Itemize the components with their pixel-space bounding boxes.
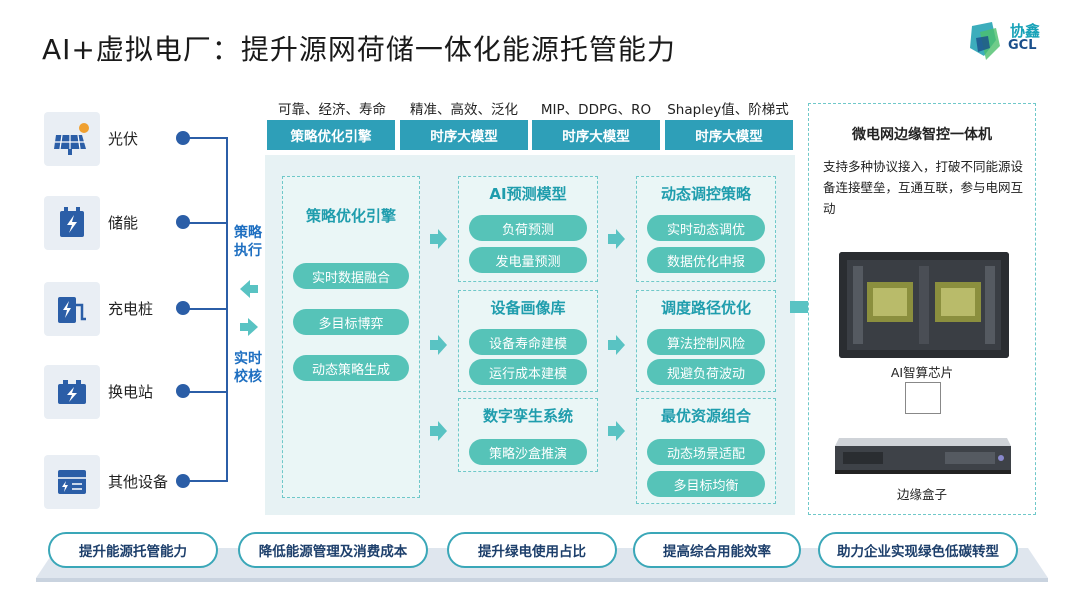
arrow-right-icon [608,229,625,249]
pill: 设备寿命建模 [469,329,587,355]
charging-pile-icon [44,282,100,336]
panel-description: 支持多种协议接入，打破不同能源设备连接壁垒，互通互联，参与电网互动 [823,159,1024,216]
pill: 实时数据融合 [293,263,409,289]
top-label: 精准、高效、泛化 [410,102,518,118]
pill: 数据优化申报 [647,247,765,273]
side-label-execute: 策略执行 [234,225,262,259]
pill: 规避负荷波动 [647,359,765,385]
panel-title: 微电网边缘智控一体机 [852,127,992,143]
device-charger: 充电桩 [44,282,214,336]
edge-box-image [835,438,1011,474]
device-label: 充电桩 [108,300,154,318]
arrow-right-icon [240,318,258,336]
device-node [176,384,190,398]
box-caption: 边缘盒子 [896,487,947,502]
header-box: 策略优化引擎 [267,120,395,150]
ai-forecast-block: AI预测模型 负荷预测 发电量预测 [458,176,598,282]
solar-panel-icon [44,112,100,166]
dynamic-control-block: 动态调控策略 实时动态调优 数据优化申报 [636,176,776,282]
outcome-badge: 降低能源管理及消费成本 [238,532,428,568]
device-other: 其他设备 [44,455,214,509]
ai-chip-image [839,252,1009,358]
device-storage: 储能 [44,196,214,250]
device-node [176,301,190,315]
battery-swap-icon [44,365,100,419]
pill: 发电量预测 [469,247,587,273]
device-node [176,131,190,145]
gcl-logo [970,22,1000,60]
block-title: 策略优化引擎 [305,207,396,225]
device-label: 其他设备 [108,473,169,491]
image-placeholder [905,382,941,414]
pill: 算法控制风险 [647,329,765,355]
connector-line [188,137,228,139]
pill: 实时动态调优 [647,215,765,241]
page-title: AI+虚拟电厂：提升源网荷储一体化能源托管能力 [42,33,676,66]
device-node [176,215,190,229]
device-label: 储能 [108,214,139,232]
arrow-right-icon [430,229,447,249]
strategy-engine-block: 策略优化引擎 实时数据融合 多目标博弈 动态策略生成 [282,176,420,498]
pill: 动态场景适配 [647,439,765,465]
header-box: 时序大模型 [532,120,660,150]
device-swap-station: 换电站 [44,365,214,419]
logo-text-en: GCL [1008,38,1037,53]
connector-line [188,308,228,310]
dispatch-path-block: 调度路径优化 算法控制风险 规避负荷波动 [636,290,776,392]
pill: 多目标均衡 [647,471,765,497]
arrow-right-icon [608,421,625,441]
top-label: 可靠、经济、寿命 [278,102,386,118]
pill: 运行成本建模 [469,359,587,385]
device-solar: 光伏 [44,112,214,166]
arrow-right-icon [430,421,447,441]
arrow-right-icon [608,335,625,355]
block-title: 设备画像库 [490,299,566,317]
header-box: 时序大模型 [400,120,528,150]
device-node [176,474,190,488]
block-title: 调度路径优化 [660,299,751,317]
pill: 策略沙盒推演 [469,439,587,465]
block-title: 动态调控策略 [660,185,751,203]
logo-text-cn: 协鑫 [1010,22,1041,40]
outcome-badge: 提升绿电使用占比 [447,532,617,568]
outcome-badge: 提升能源托管能力 [48,532,218,568]
edge-controller-panel: 微电网边缘智控一体机 支持多种协议接入，打破不同能源设备连接壁垒，互通互联，参与… [808,103,1036,515]
digital-twin-block: 数字孪生系统 策略沙盒推演 [458,398,598,472]
arrow-left-icon [240,280,258,298]
connector-line [188,480,228,482]
block-title: 数字孪生系统 [482,407,573,425]
top-label: MIP、DDPG、RO [540,102,652,118]
arrow-right-icon [430,335,447,355]
pill: 多目标博弈 [293,309,409,335]
battery-storage-icon [44,196,100,250]
outcome-badge: 提高综合用能效率 [633,532,801,568]
connector-line [188,391,228,393]
outcome-badge: 助力企业实现绿色低碳转型 [818,532,1018,568]
device-profile-block: 设备画像库 设备寿命建模 运行成本建模 [458,290,598,392]
device-label: 光伏 [108,130,139,148]
connector-line [188,222,228,224]
side-label-verify: 实时校核 [234,351,262,385]
other-device-icon [44,455,100,509]
device-label: 换电站 [108,383,154,401]
pill: 动态策略生成 [293,355,409,381]
chip-caption: AI智算芯片 [890,365,954,380]
top-label: Shapley值、阶梯式 [667,102,789,118]
pill: 负荷预测 [469,215,587,241]
block-title: 最优资源组合 [660,407,751,425]
resource-combo-block: 最优资源组合 动态场景适配 多目标均衡 [636,398,776,504]
header-box: 时序大模型 [665,120,793,150]
block-title: AI预测模型 [489,185,567,203]
